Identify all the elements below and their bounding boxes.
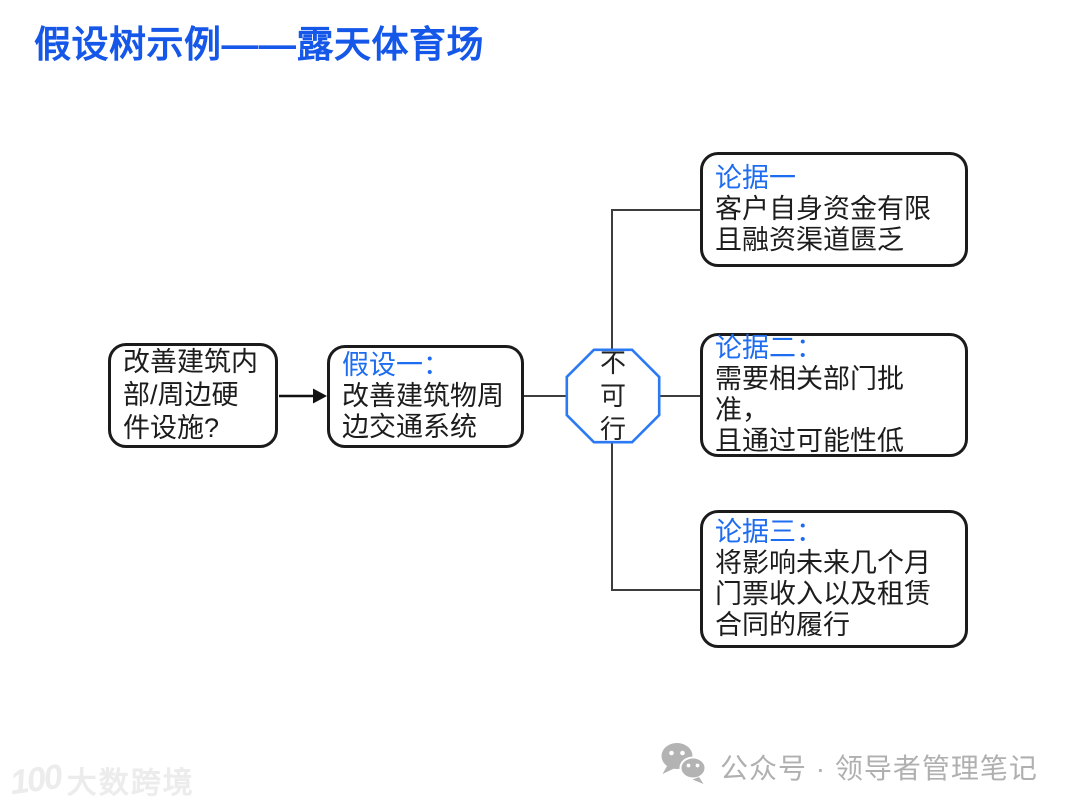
connector-evidence-3: [611, 441, 700, 591]
evidence-3-label: 论据三：: [715, 517, 823, 547]
evidence-box-1: 论据一 客户自身资金有限 且融资渠道匮乏: [700, 152, 968, 267]
hypothesis-box: 假设一： 改善建筑物周 边交通系统: [327, 345, 524, 448]
evidence-2-label: 论据二：: [715, 333, 823, 363]
evidence-box-2: 论据二： 需要相关部门批准， 且通过可能性低: [700, 333, 968, 457]
decision-octagon-text: 不 可 行: [599, 347, 626, 444]
footer-account-label: 公众号 · 领导者管理笔记: [720, 752, 1038, 784]
evidence-1-text: 客户自身资金有限 且融资渠道匮乏: [715, 194, 931, 255]
evidence-2-text: 需要相关部门批准， 且通过可能性低: [715, 364, 904, 456]
hypothesis-label: 假设一：: [342, 350, 450, 380]
watermark: 100 大数跨境: [7, 757, 195, 802]
root-question-box: 改善建筑内 部/周边硬 件设施?: [108, 343, 278, 448]
evidence-box-3: 论据三： 将影响未来几个月 门票收入以及租赁 合同的履行: [700, 510, 968, 648]
footer: 公众号 · 领导者管理笔记: [658, 740, 1038, 793]
evidence-3-text: 将影响未来几个月 门票收入以及租赁 合同的履行: [715, 548, 931, 640]
connector-evidence-1: [611, 209, 700, 352]
watermark-text: 大数跨境: [66, 767, 195, 800]
wechat-icon: [658, 740, 710, 793]
page-title: 假设树示例——露天体育场: [34, 24, 484, 65]
flow-arrow: [279, 388, 327, 404]
hypothesis-text: 改善建筑物周 边交通系统: [342, 381, 504, 442]
octagon-shape: [565, 348, 661, 444]
evidence-1-label: 论据一: [715, 163, 796, 193]
watermark-logo: 100: [7, 757, 64, 802]
